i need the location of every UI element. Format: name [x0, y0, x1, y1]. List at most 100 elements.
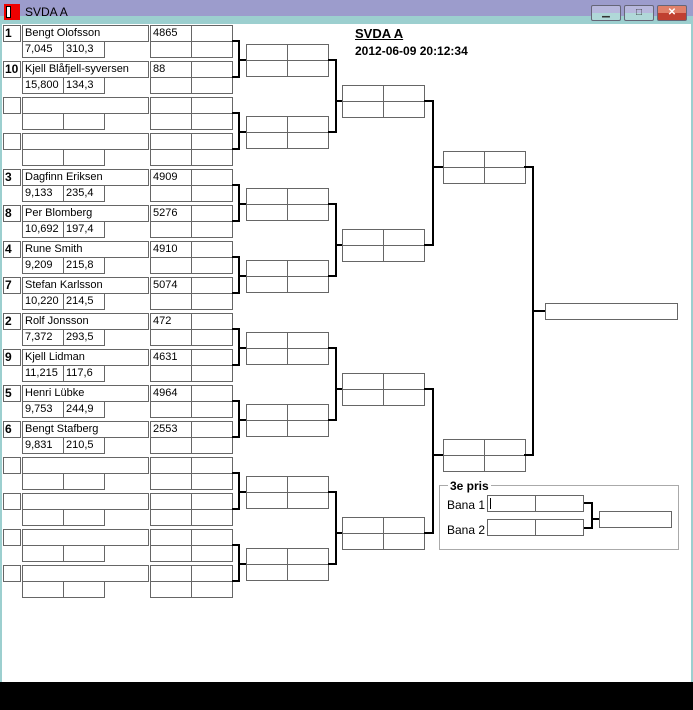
- average-field[interactable]: 117,6: [63, 365, 105, 382]
- score-field-4[interactable]: [191, 185, 233, 202]
- round2-match-a2[interactable]: [287, 476, 329, 493]
- score-field-2[interactable]: [191, 25, 233, 42]
- time-field[interactable]: 9,831: [22, 437, 64, 454]
- close-button[interactable]: ✕: [657, 5, 687, 21]
- quarterfinal-match-a1[interactable]: [342, 85, 384, 102]
- round2-match-a2[interactable]: [287, 188, 329, 205]
- score-field[interactable]: 88: [150, 61, 192, 78]
- time-field[interactable]: 9,209: [22, 257, 64, 274]
- score-field-3[interactable]: [150, 509, 192, 526]
- score-field-3[interactable]: [150, 437, 192, 454]
- player-name-field[interactable]: [22, 133, 149, 150]
- score-field-2[interactable]: [191, 61, 233, 78]
- semifinal-match-a1[interactable]: [443, 151, 485, 168]
- final-winner-field[interactable]: [545, 303, 678, 320]
- score-field[interactable]: [150, 457, 192, 474]
- time-field[interactable]: 15,800: [22, 77, 64, 94]
- player-name-field[interactable]: [22, 565, 149, 582]
- round2-match-a2[interactable]: [287, 332, 329, 349]
- round2-match-b2[interactable]: [287, 348, 329, 365]
- score-field-2[interactable]: [191, 457, 233, 474]
- quarterfinal-match-b2[interactable]: [383, 533, 425, 550]
- time-field[interactable]: 9,133: [22, 185, 64, 202]
- player-name-field[interactable]: Per Blomberg: [22, 205, 149, 222]
- player-name-field[interactable]: Henri Lübke: [22, 385, 149, 402]
- score-field-3[interactable]: [150, 113, 192, 130]
- time-field[interactable]: [22, 581, 64, 598]
- time-field[interactable]: 11,215: [22, 365, 64, 382]
- time-field[interactable]: [22, 113, 64, 130]
- score-field-4[interactable]: [191, 581, 233, 598]
- round2-match-a2[interactable]: [287, 548, 329, 565]
- round2-match-b2[interactable]: [287, 204, 329, 221]
- player-name-field[interactable]: [22, 493, 149, 510]
- average-field[interactable]: [63, 509, 105, 526]
- round2-match-b1[interactable]: [246, 492, 288, 509]
- average-field[interactable]: 214,5: [63, 293, 105, 310]
- score-field[interactable]: 5074: [150, 277, 192, 294]
- round2-match-b1[interactable]: [246, 276, 288, 293]
- third-place-winner-field[interactable]: [599, 511, 672, 528]
- score-field-4[interactable]: [191, 365, 233, 382]
- semifinal-match-b1[interactable]: [443, 455, 485, 472]
- score-field[interactable]: [150, 529, 192, 546]
- score-field-2[interactable]: [191, 421, 233, 438]
- round2-match-a1[interactable]: [246, 548, 288, 565]
- semifinal-match-b2[interactable]: [484, 455, 526, 472]
- average-field[interactable]: [63, 149, 105, 166]
- round2-match-b2[interactable]: [287, 132, 329, 149]
- player-name-field[interactable]: Rune Smith: [22, 241, 149, 258]
- maximize-button[interactable]: □: [624, 5, 654, 21]
- player-name-field[interactable]: [22, 529, 149, 546]
- time-field[interactable]: [22, 473, 64, 490]
- score-field[interactable]: 4964: [150, 385, 192, 402]
- score-field[interactable]: [150, 133, 192, 150]
- quarterfinal-match-b1[interactable]: [342, 245, 384, 262]
- score-field-4[interactable]: [191, 149, 233, 166]
- time-field[interactable]: 9,753: [22, 401, 64, 418]
- score-field[interactable]: [150, 565, 192, 582]
- round2-match-b1[interactable]: [246, 420, 288, 437]
- score-field[interactable]: 472: [150, 313, 192, 330]
- quarterfinal-match-a1[interactable]: [342, 373, 384, 390]
- score-field-2[interactable]: [191, 529, 233, 546]
- lane-2-field-b[interactable]: [535, 519, 584, 536]
- score-field-2[interactable]: [191, 241, 233, 258]
- round2-match-a1[interactable]: [246, 476, 288, 493]
- score-field-4[interactable]: [191, 437, 233, 454]
- score-field-3[interactable]: [150, 581, 192, 598]
- score-field-4[interactable]: [191, 113, 233, 130]
- time-field[interactable]: [22, 509, 64, 526]
- player-name-field[interactable]: Bengt Stafberg: [22, 421, 149, 438]
- average-field[interactable]: [63, 581, 105, 598]
- quarterfinal-match-a1[interactable]: [342, 229, 384, 246]
- round2-match-a2[interactable]: [287, 404, 329, 421]
- score-field-2[interactable]: [191, 385, 233, 402]
- score-field-2[interactable]: [191, 133, 233, 150]
- average-field[interactable]: 310,3: [63, 41, 105, 58]
- score-field-2[interactable]: [191, 169, 233, 186]
- player-name-field[interactable]: Rolf Jonsson: [22, 313, 149, 330]
- lane-2-field-a[interactable]: [487, 519, 536, 536]
- quarterfinal-match-b2[interactable]: [383, 101, 425, 118]
- average-field[interactable]: [63, 545, 105, 562]
- quarterfinal-match-a2[interactable]: [383, 517, 425, 534]
- score-field-2[interactable]: [191, 97, 233, 114]
- score-field-4[interactable]: [191, 401, 233, 418]
- score-field[interactable]: 4909: [150, 169, 192, 186]
- round2-match-a1[interactable]: [246, 116, 288, 133]
- quarterfinal-match-b2[interactable]: [383, 389, 425, 406]
- title-bar[interactable]: SVDA A ▁ □ ✕: [0, 0, 693, 22]
- score-field-3[interactable]: [150, 41, 192, 58]
- average-field[interactable]: [63, 473, 105, 490]
- round2-match-a1[interactable]: [246, 260, 288, 277]
- time-field[interactable]: 10,220: [22, 293, 64, 310]
- score-field-4[interactable]: [191, 545, 233, 562]
- score-field-3[interactable]: [150, 329, 192, 346]
- round2-match-b2[interactable]: [287, 276, 329, 293]
- score-field-3[interactable]: [150, 77, 192, 94]
- score-field[interactable]: 5276: [150, 205, 192, 222]
- time-field[interactable]: 7,372: [22, 329, 64, 346]
- score-field-2[interactable]: [191, 313, 233, 330]
- time-field[interactable]: 10,692: [22, 221, 64, 238]
